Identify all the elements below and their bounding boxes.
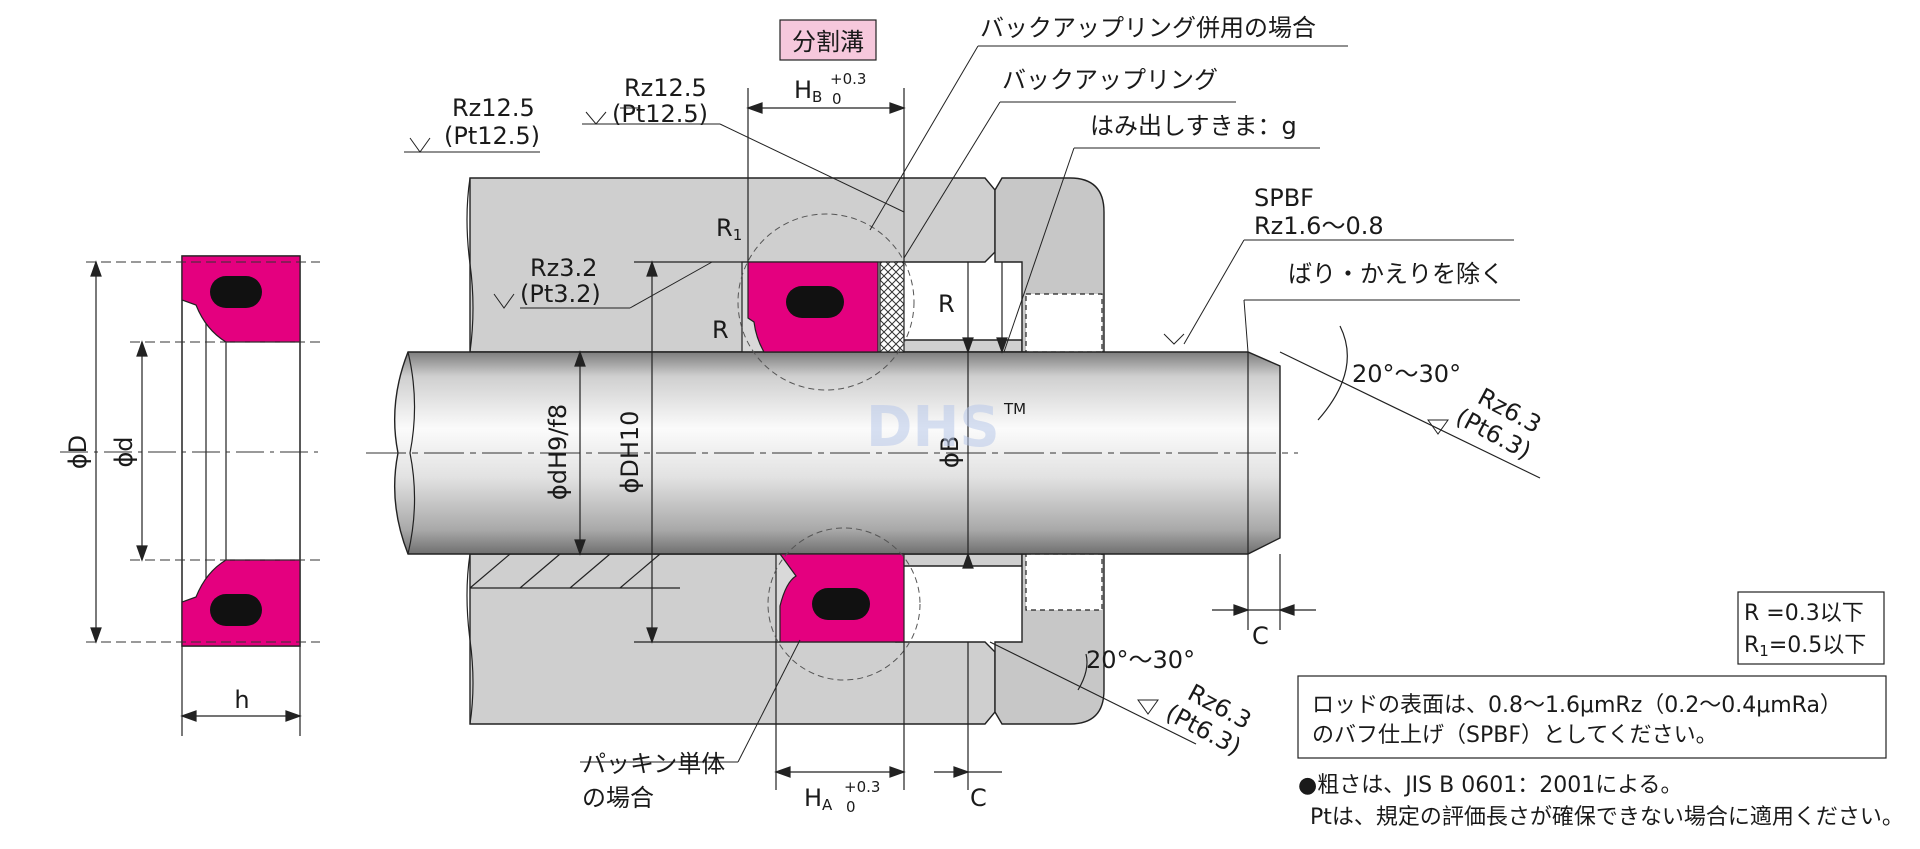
angle-right-label: 20°～30° — [1352, 360, 1461, 388]
roughness-note-1: ●粗さは、JIS B 0601：2001による。 — [1298, 773, 1683, 798]
angle-bottom-label: 20°～30° — [1086, 646, 1195, 674]
watermark: DHS — [866, 395, 1000, 460]
rz125-top-label: Rz12.5 — [624, 74, 707, 102]
c-bottom-label: C — [970, 784, 987, 812]
ha-tol-lower: 0 — [846, 798, 856, 816]
pt32-label: (Pt3.2) — [520, 280, 601, 308]
rod-surface-note-box — [1297, 675, 1887, 759]
split-groove-box — [779, 19, 877, 61]
packing-only-label-2: の場合 — [582, 784, 654, 812]
seal-oring-top — [210, 276, 262, 308]
detail-circle-upper — [737, 213, 915, 391]
roughness-note-2: Ptは、規定の評価長さが確保できない場合に適用ください。 — [1310, 805, 1904, 830]
seal-section-view: ϕD ϕd h — [60, 255, 320, 736]
r1-limit-text: R1=0.5以下 — [1744, 633, 1866, 660]
h-label: h — [234, 686, 249, 714]
backup-ring — [879, 261, 905, 353]
spbf-rz-label: Rz1.6～0.8 — [1254, 212, 1384, 240]
hb-tol-lower: 0 — [832, 90, 842, 108]
c-right-label: C — [1252, 622, 1269, 650]
hb-tol-upper: +0.3 — [830, 70, 866, 88]
deburr-label: ばり・かえりを除く — [1288, 260, 1504, 288]
wiper-upper — [1025, 293, 1103, 353]
phi-d-label: ϕd — [110, 436, 138, 467]
ha-label: HA — [804, 784, 833, 814]
r-left-label: R — [712, 316, 729, 344]
extrusion-gap-label: はみ出しすきま：g — [1090, 112, 1297, 140]
ha-tol-upper: +0.3 — [844, 778, 880, 796]
split-groove-label: 分割溝 — [792, 28, 864, 56]
seal-oring-bottom — [210, 594, 262, 626]
backup-ring-label: バックアップリング — [1002, 66, 1218, 94]
phi-D-label: ϕD — [64, 435, 92, 469]
installed-seal-lower — [778, 553, 905, 643]
rod-surface-note-1: ロッドの表面は、0.8～1.6μmRz（0.2～0.4μmRa） — [1312, 693, 1842, 718]
pt125-top-label: (Pt12.5) — [612, 100, 708, 128]
r-limit-text: R =0.3以下 — [1744, 601, 1864, 626]
phi-B-label: ϕB — [936, 436, 964, 468]
watermark-tm: TM — [1003, 400, 1026, 418]
backup-combined-label: バックアップリング併用の場合 — [980, 14, 1316, 42]
installed-seal-upper — [747, 261, 905, 353]
phi-DH10-label: ϕDH10 — [616, 411, 644, 494]
rz32-label: Rz3.2 — [530, 254, 597, 282]
pt125-left-label: (Pt12.5) — [444, 122, 540, 150]
hb-label: HB — [794, 76, 822, 106]
detail-circle-lower — [767, 527, 921, 681]
housing-lower — [469, 553, 1023, 725]
spbf-label: SPBF — [1254, 184, 1314, 212]
r1-label: R1 — [716, 214, 742, 244]
r-right-label: R — [938, 290, 955, 318]
rod-surface-note-2: のバフ仕上げ（SPBF）としてください。 — [1312, 723, 1718, 748]
wiper-lower — [1025, 553, 1103, 611]
rz125-left-label: Rz12.5 — [452, 94, 535, 122]
packing-only-label-1: パッキン単体 — [582, 750, 725, 778]
rod — [366, 351, 1298, 555]
r-limit-box — [1737, 591, 1885, 665]
phi-dH9f8-label: ϕdH9/f8 — [544, 404, 572, 500]
